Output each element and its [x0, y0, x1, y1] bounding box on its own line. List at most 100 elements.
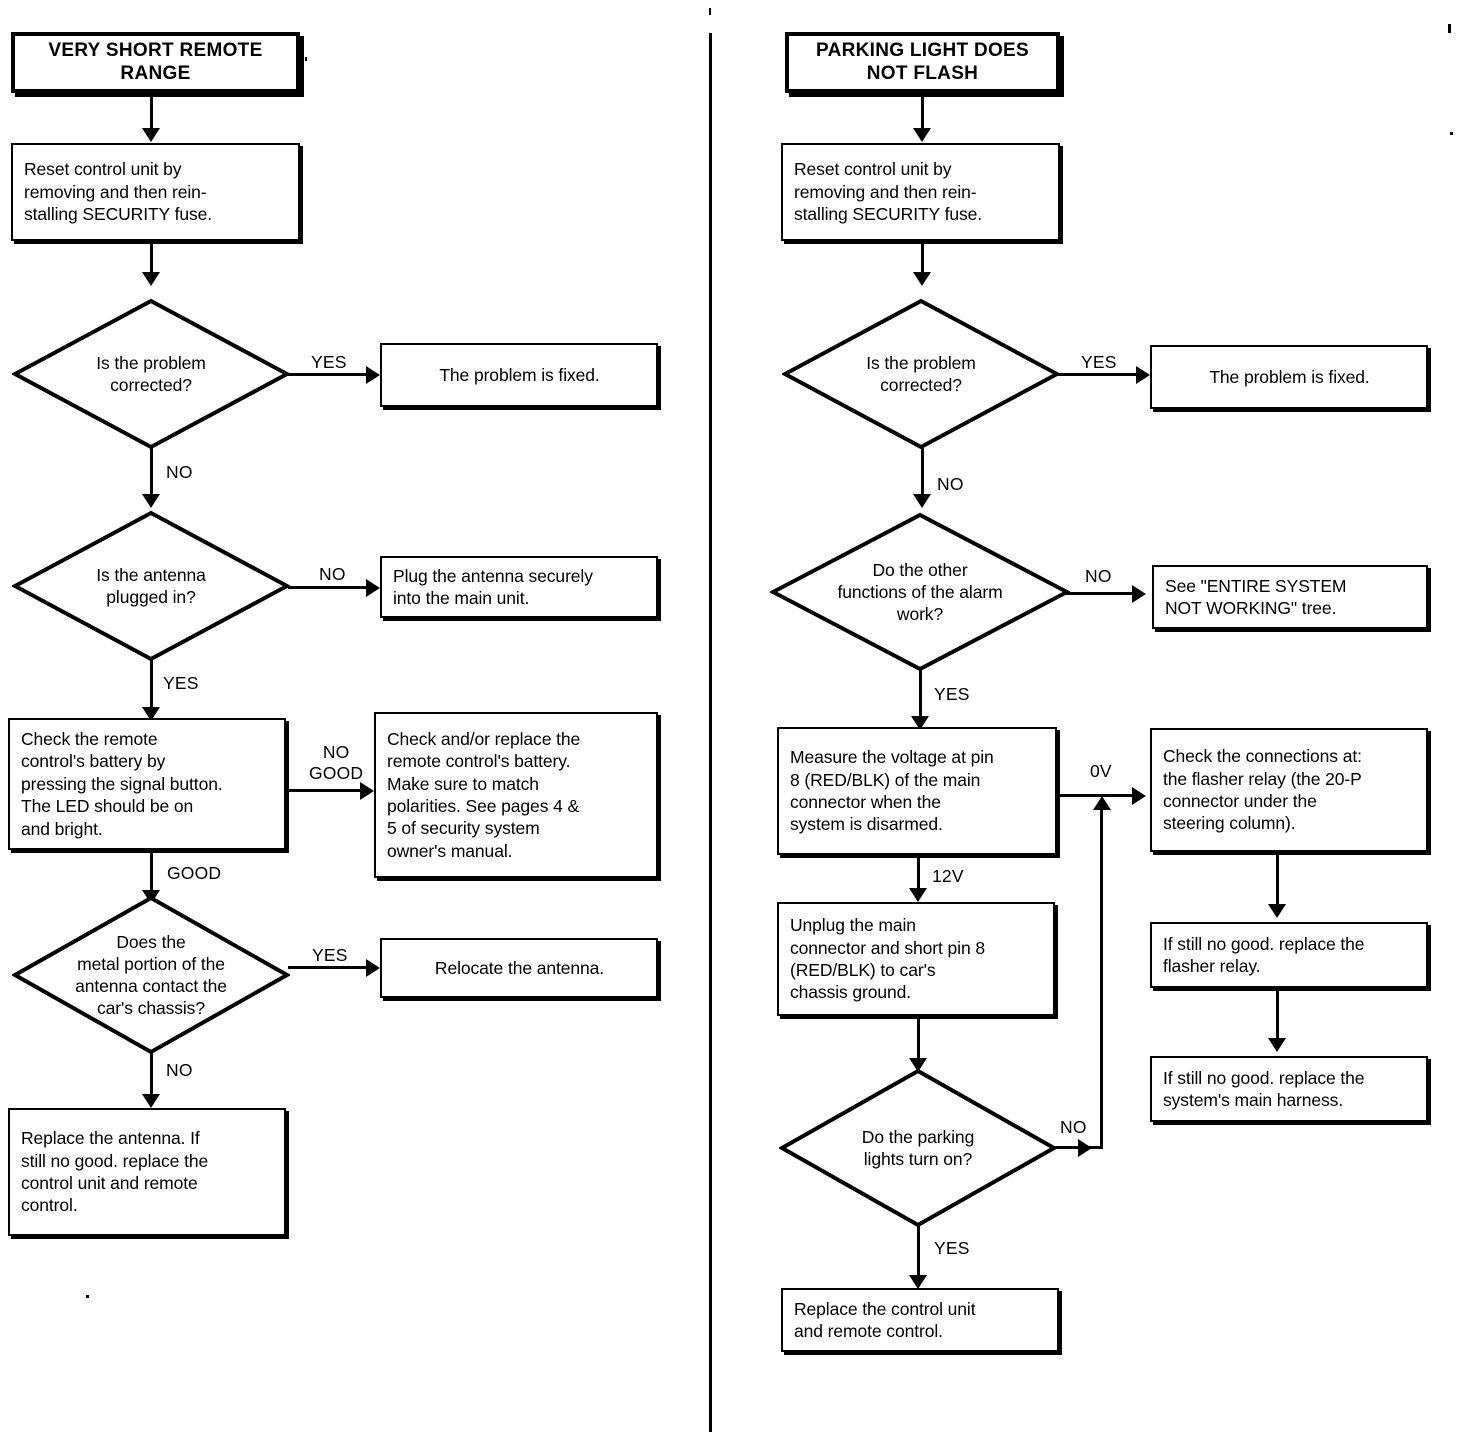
left-plug-antenna-text: Plug the antenna securely into the main … [393, 565, 593, 608]
right-q-problem-corrected-text: Is the problem corrected? [866, 352, 976, 395]
right-q-other-functions-text: Do the other functions of the alarm work… [837, 559, 1003, 625]
diamond-shape [782, 298, 1060, 450]
edge-label-right-functions-yes: YES [934, 684, 970, 704]
connector-right-voltage-0v [1056, 794, 1138, 797]
connector-right-q1-no [921, 448, 924, 498]
left-problem-fixed-box: The problem is fixed. [380, 343, 658, 407]
right-q-parking-lights: Do the parking lights turn on? [779, 1068, 1057, 1228]
arrow-right-unplug-to-q3 [909, 1058, 927, 1072]
right-replace-control-unit-text: Replace the control unit and remote cont… [794, 1298, 976, 1341]
connector-right-connections-to-flasher [1276, 854, 1279, 908]
right-q-problem-corrected: Is the problem corrected? [782, 298, 1060, 450]
right-replace-control-unit-box: Replace the control unit and remote cont… [781, 1288, 1059, 1352]
right-replace-harness-text: If still no good. replace the system's m… [1163, 1067, 1365, 1110]
right-check-connections-box: Check the connections at: the flasher re… [1150, 728, 1428, 852]
left-replace-battery-text: Check and/or replace the remote control'… [387, 728, 581, 861]
arrow-right-reset-to-q1 [913, 272, 931, 286]
right-measure-voltage-text: Measure the voltage at pin 8 (RED/BLK) o… [790, 747, 994, 835]
edge-label-right-lights-yes: YES [934, 1238, 970, 1258]
left-reset-text: Reset control unit by removing and then … [24, 159, 213, 225]
left-replace-antenna-box: Replace the antenna. If still no good. r… [8, 1108, 286, 1236]
right-tree-title-box: PARKING LIGHT DOES NOT FLASH [785, 32, 1060, 93]
right-check-connections-text: Check the connections at: the flasher re… [1163, 746, 1362, 834]
left-check-battery-text: Check the remote control's battery by pr… [21, 729, 223, 839]
arrow-left-q3-no [142, 1094, 160, 1108]
arrow-left-title-to-reset [142, 128, 160, 142]
arrow-right-flasher-to-harness [1268, 1038, 1286, 1052]
connector-left-battery-nogood [285, 789, 365, 792]
diamond-shape [770, 512, 1070, 672]
arrow-left-q1-yes [366, 366, 380, 384]
connector-right-unplug-to-q3 [917, 1018, 920, 1062]
edge-label-right-corrected-yes: YES [1081, 352, 1117, 372]
arrow-right-feedback-up [1093, 796, 1111, 810]
left-q-problem-corrected: Is the problem corrected? [12, 298, 290, 450]
right-unplug-connector-box: Unplug the main connector and short pin … [777, 902, 1055, 1016]
right-q-other-functions: Do the other functions of the alarm work… [770, 512, 1070, 672]
connector-left-q2-no [288, 586, 376, 589]
left-q-problem-corrected-text: Is the problem corrected? [96, 352, 206, 395]
right-reset-box: Reset control unit by removing and then … [781, 143, 1060, 241]
connector-left-q1-no [150, 448, 153, 498]
diamond-shape [12, 298, 290, 450]
connector-left-q3-yes [288, 966, 376, 969]
scan-speck [305, 57, 307, 61]
right-unplug-connector-text: Unplug the main connector and short pin … [790, 915, 985, 1003]
connector-right-reset-to-q1 [921, 243, 924, 275]
connector-left-title-to-reset [150, 95, 153, 131]
scan-speck [1448, 24, 1451, 33]
left-replace-antenna-text: Replace the antenna. If still no good. r… [21, 1128, 209, 1216]
edge-label-left-battery-no-good: NO GOOD [309, 742, 364, 783]
connector-right-flasher-to-harness [1276, 990, 1279, 1042]
edge-label-left-battery-good: GOOD [167, 863, 222, 883]
right-tree-title: PARKING LIGHT DOES NOT FLASH [816, 39, 1029, 84]
arrow-left-reset-to-q1 [142, 272, 160, 286]
arrow-right-q3-yes [909, 1275, 927, 1289]
edge-label-left-plugged-no: NO [319, 564, 346, 584]
connector-right-voltage-12v [917, 857, 920, 893]
edge-label-right-lights-no: NO [1060, 1117, 1087, 1137]
right-see-entire-system-text: See "ENTIRE SYSTEM NOT WORKING" tree. [1165, 575, 1347, 618]
left-problem-fixed-text: The problem is fixed. [439, 364, 600, 385]
left-plug-antenna-box: Plug the antenna securely into the main … [380, 556, 658, 618]
arrow-left-q1-no [142, 494, 160, 508]
right-problem-fixed-text: The problem is fixed. [1209, 366, 1370, 387]
left-check-battery-box: Check the remote control's battery by pr… [8, 718, 286, 850]
arrow-right-title-to-reset [913, 128, 931, 142]
connector-left-q2-yes [150, 660, 153, 712]
edge-label-left-corrected-yes: YES [311, 352, 347, 372]
scan-speck [1450, 132, 1453, 135]
connector-left-battery-good [150, 852, 153, 894]
edge-label-left-metal-no: NO [166, 1060, 193, 1080]
edge-label-left-plugged-yes: YES [163, 673, 199, 693]
connector-left-q1-yes [288, 373, 376, 376]
arrow-left-q2-no [366, 579, 380, 597]
arrow-right-q1-no [913, 494, 931, 508]
arrow-right-q2-yes [911, 716, 929, 730]
connector-right-title-to-reset [921, 95, 924, 131]
edge-label-right-functions-no: NO [1085, 566, 1112, 586]
edge-label-left-corrected-no: NO [166, 462, 193, 482]
edge-label-left-metal-yes: YES [312, 945, 348, 965]
left-replace-battery-box: Check and/or replace the remote control'… [374, 712, 658, 878]
arrow-left-q2-yes [142, 707, 160, 721]
arrow-right-voltage-12v [909, 888, 927, 902]
connector-right-q3-no-vertical [1100, 805, 1103, 1149]
connector-left-reset-to-q1 [150, 243, 153, 275]
arrow-right-q1-yes [1136, 366, 1150, 384]
left-tree-title-box: VERY SHORT REMOTE RANGE [11, 32, 300, 93]
arrow-right-connections-to-flasher [1268, 904, 1286, 918]
connector-right-q2-yes [919, 670, 922, 720]
arrow-right-voltage-0v [1132, 787, 1146, 805]
right-problem-fixed-box: The problem is fixed. [1150, 345, 1428, 409]
left-q-metal-contact-text: Does the metal portion of the antenna co… [75, 931, 227, 1019]
edge-label-right-voltage-12v: 12V [932, 866, 964, 886]
right-replace-flasher-text: If still no good. replace the flasher re… [1163, 933, 1365, 976]
left-q-antenna-plugged-text: Is the antenna plugged in? [96, 564, 206, 607]
right-q-parking-lights-text: Do the parking lights turn on? [861, 1126, 975, 1169]
left-reset-box: Reset control unit by removing and then … [11, 143, 300, 241]
connector-right-q2-no [1066, 592, 1138, 595]
left-tree-title: VERY SHORT REMOTE RANGE [48, 39, 263, 84]
right-see-entire-system-box: See "ENTIRE SYSTEM NOT WORKING" tree. [1152, 565, 1428, 629]
